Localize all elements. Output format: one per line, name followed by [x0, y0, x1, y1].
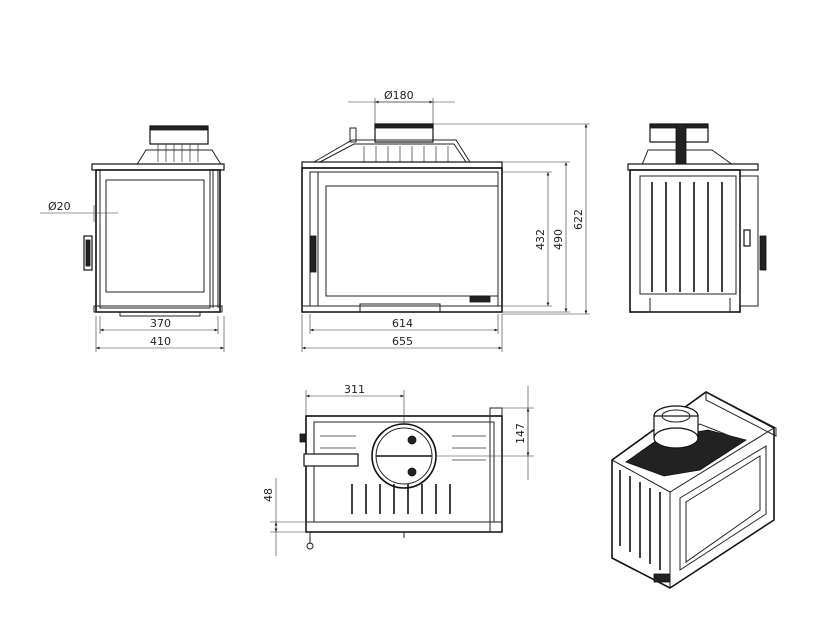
dim-width-655: 655: [392, 335, 413, 348]
dim-width-410: 410: [150, 335, 171, 348]
dim-depth-48: 48: [262, 488, 275, 502]
dim-width-370: 370: [150, 317, 171, 330]
dim-depth-147: 147: [514, 423, 527, 444]
side-view-left: Ø20 370 410: [40, 125, 225, 352]
isometric-view: [611, 391, 777, 589]
front-view: Ø180 614 655 432 490 622: [301, 89, 590, 352]
dim-height-490: 490: [552, 229, 565, 250]
dim-width-311: 311: [344, 383, 365, 396]
side-view-right: [627, 123, 767, 313]
dim-height-432: 432: [534, 229, 547, 250]
dim-diameter-180: Ø180: [384, 89, 414, 102]
dim-height-622: 622: [572, 209, 585, 230]
dim-width-614: 614: [392, 317, 413, 330]
top-view: 311 147 48: [262, 383, 534, 556]
dim-diameter-20: Ø20: [48, 200, 71, 213]
